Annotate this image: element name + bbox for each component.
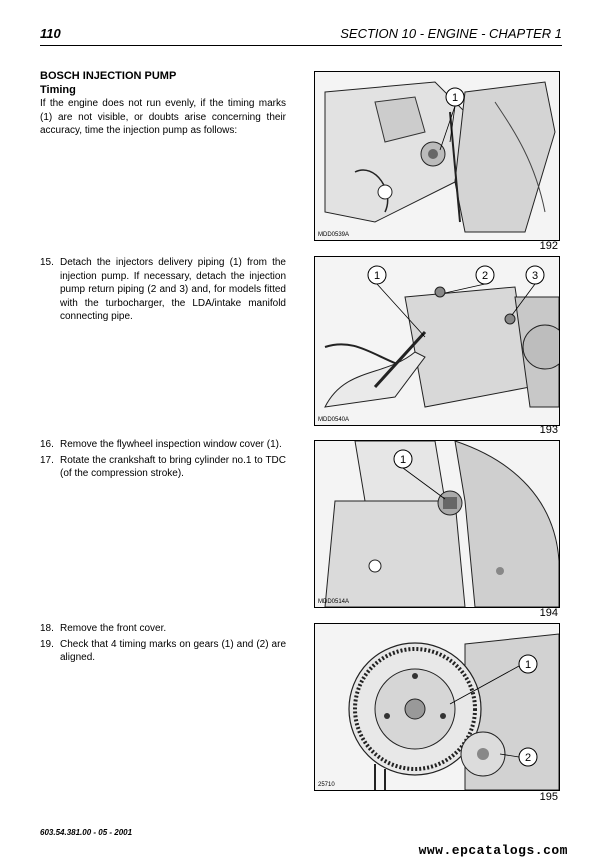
- figure-194-illustration: 1 MDD0514A: [314, 440, 560, 608]
- figure-number: 195: [539, 791, 558, 803]
- flywheel-window-drawing: 1: [315, 441, 559, 607]
- list-item: 17. Rotate the crankshaft to bring cylin…: [40, 454, 286, 481]
- figure-193-illustration: 1 2 3 MDD0540A: [314, 256, 560, 426]
- page-number: 110: [40, 26, 61, 41]
- section-title: SECTION 10 - ENGINE - CHAPTER 1: [340, 26, 562, 41]
- step-text: Rotate the crankshaft to bring cylinder …: [60, 454, 286, 480]
- intro-paragraph: If the engine does not run evenly, if th…: [40, 98, 286, 136]
- callout-label: 3: [532, 270, 538, 282]
- step-number: 18.: [40, 623, 54, 634]
- step-text: Check that 4 timing marks on gears (1) a…: [60, 638, 286, 664]
- intro-section: BOSCH INJECTION PUMP Timing If the engin…: [40, 70, 286, 138]
- list-item: 18. Remove the front cover.: [40, 622, 286, 636]
- figure-number: 192: [539, 240, 558, 252]
- callout-label: 2: [525, 752, 531, 764]
- callout-label: 1: [452, 92, 458, 104]
- step-number: 19.: [40, 638, 54, 650]
- list-item: 15. Detach the injectors delivery piping…: [40, 256, 286, 324]
- figure-code: MDD0514A: [318, 599, 350, 605]
- list-item: 19. Check that 4 timing marks on gears (…: [40, 638, 286, 665]
- callout-label: 1: [400, 454, 406, 466]
- document-code: 603.54.381.00 - 05 - 2001: [40, 828, 133, 837]
- figure-number: 193: [539, 424, 558, 436]
- step-number: 15.: [40, 257, 54, 268]
- injection-pump-piping-drawing: 1 2 3: [315, 257, 559, 425]
- section-heading: BOSCH INJECTION PUMP: [40, 70, 177, 82]
- step-number: 17.: [40, 454, 54, 466]
- figure-code: MDD0540A: [318, 417, 350, 423]
- figure-195-illustration: 1 2 25710: [314, 623, 560, 791]
- callout-label: 1: [525, 659, 531, 671]
- timing-gears-drawing: 1 2: [315, 624, 559, 790]
- step-text: Remove the flywheel inspection window co…: [60, 439, 282, 450]
- step-text: Remove the front cover.: [60, 623, 167, 634]
- section-subheading: Timing: [40, 84, 76, 96]
- figure-code: MDD0539A: [318, 232, 350, 238]
- figure-192-illustration: 1 MDD0539A: [314, 71, 560, 241]
- step-block-18-19: 18. Remove the front cover. 19. Check th…: [40, 622, 286, 667]
- step-block-16-17: 16. Remove the flywheel inspection windo…: [40, 438, 286, 483]
- step-text: Detach the injectors delivery piping (1)…: [60, 257, 286, 322]
- step-block-15: 15. Detach the injectors delivery piping…: [40, 256, 286, 326]
- watermark-url: www.epcatalogs.com: [418, 843, 568, 858]
- page-header: 110 SECTION 10 - ENGINE - CHAPTER 1: [40, 26, 562, 46]
- figure-code: 25710: [318, 782, 335, 788]
- callout-label: 1: [374, 270, 380, 282]
- callout-label: 2: [482, 270, 488, 282]
- step-number: 16.: [40, 439, 54, 450]
- list-item: 16. Remove the flywheel inspection windo…: [40, 438, 286, 452]
- figure-number: 194: [539, 607, 558, 619]
- engine-timing-marks-drawing: 1: [315, 72, 559, 240]
- header-divider: [40, 45, 562, 46]
